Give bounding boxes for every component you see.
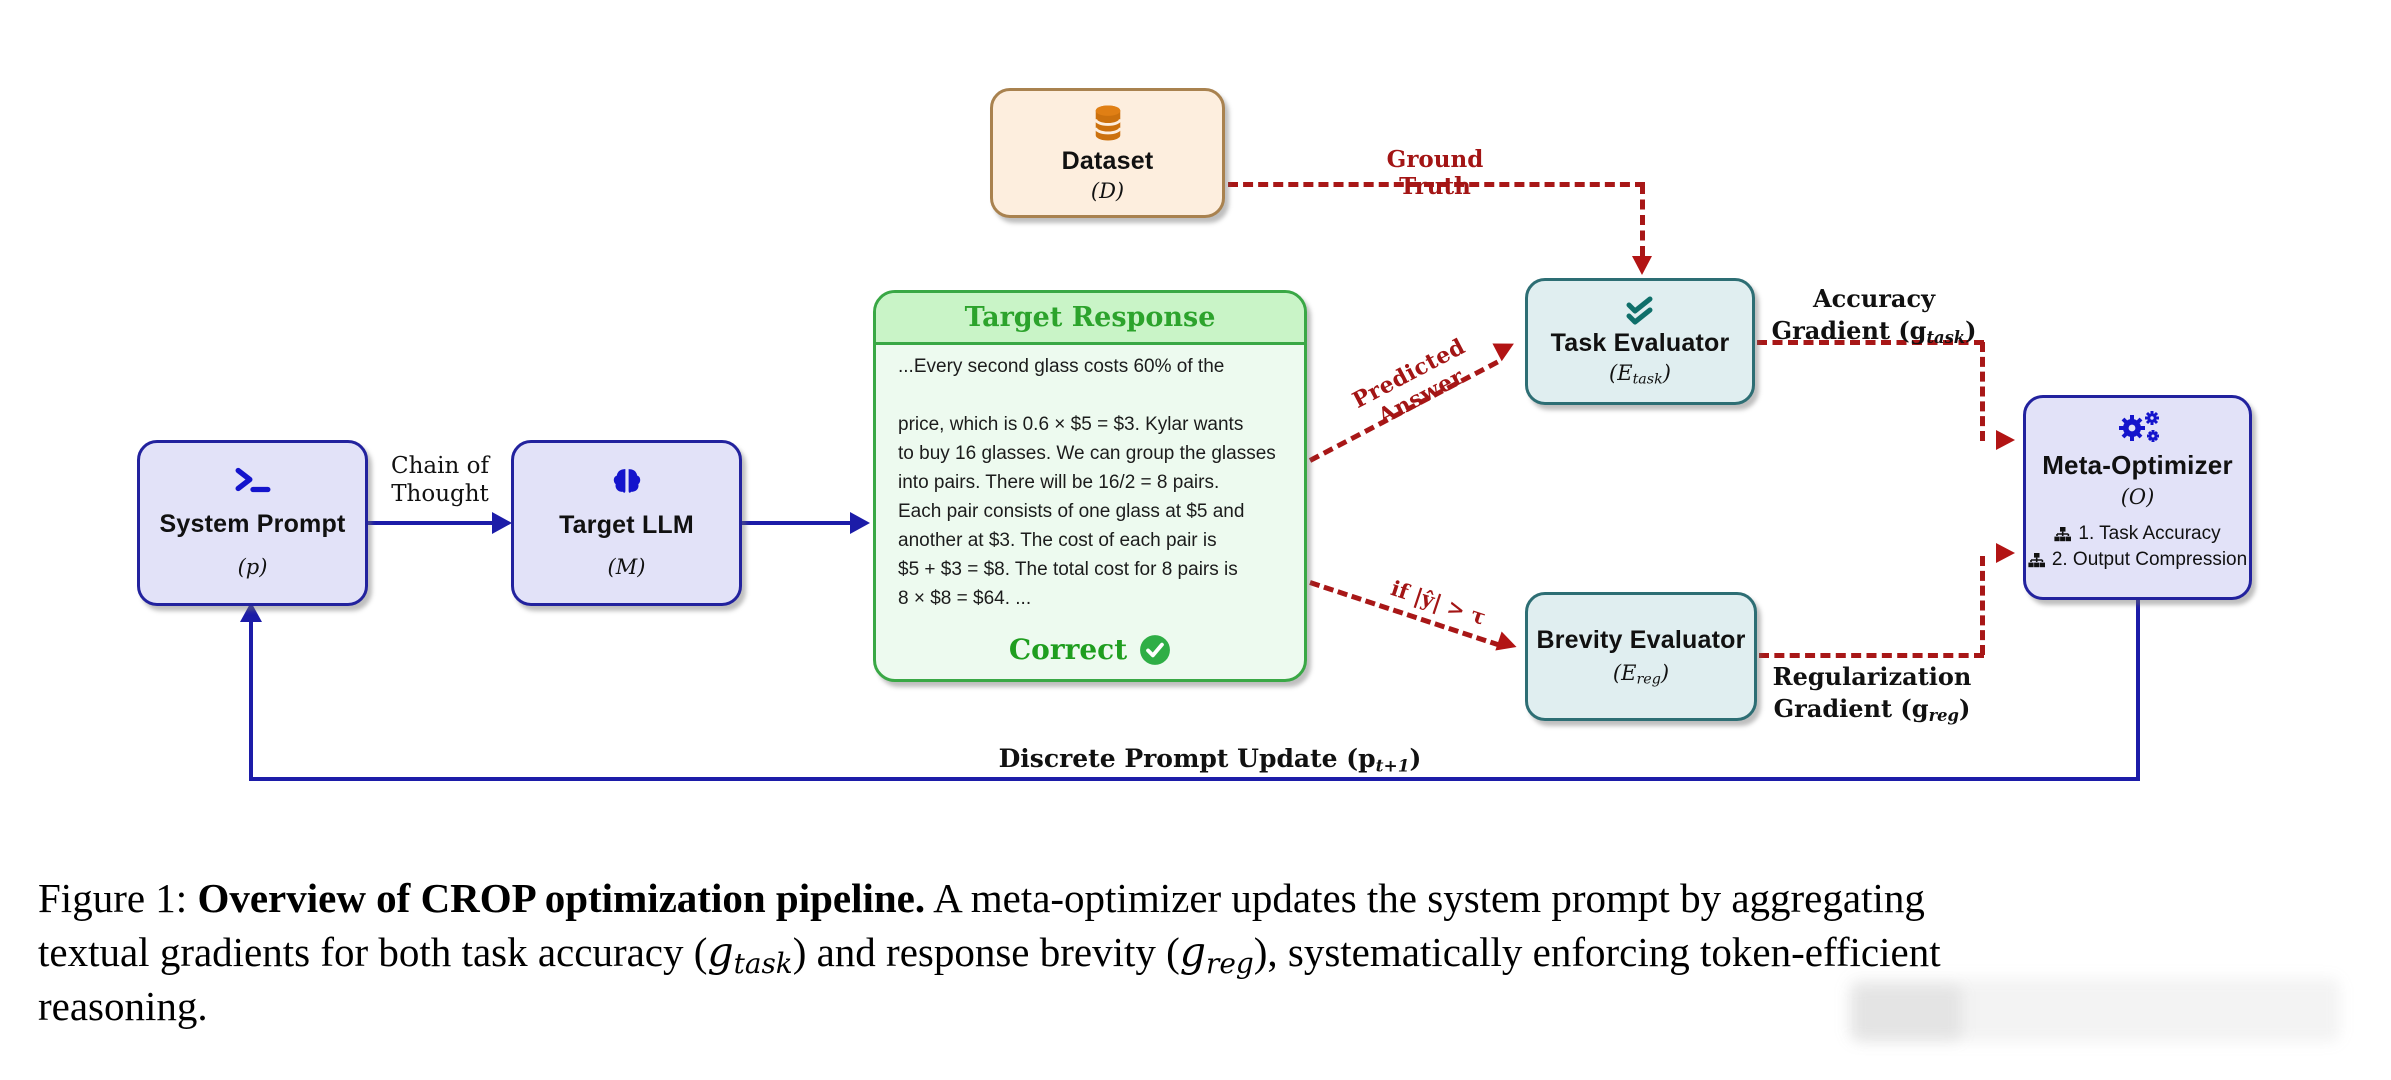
response-text-line: Each pair consists of one glass at $5 an… <box>898 501 1245 522</box>
watermark-smudge <box>1852 985 1962 1041</box>
node-title: Target LLM <box>559 510 694 539</box>
node-title: System Prompt <box>159 509 346 538</box>
node-symbol: (D) <box>1090 179 1125 204</box>
node-title: Dataset <box>1061 146 1154 175</box>
node-symbol: (Etask) <box>1609 360 1671 388</box>
node-symbol: (Ereg) <box>1612 660 1670 688</box>
line-accuracy-gradient-h <box>1757 340 1984 345</box>
task-evaluator-node: Task Evaluator (Etask) <box>1525 278 1755 405</box>
hierarchy-icon <box>2054 526 2072 541</box>
gears-icon <box>2118 411 2159 442</box>
chain-of-thought-label: Chain of Thought <box>391 453 489 507</box>
response-text-line: ...Every second glass costs 60% of the <box>898 356 1225 377</box>
figure-caption-line-3: reasoning. <box>38 983 208 1029</box>
arrowhead-ground-truth <box>1632 256 1652 275</box>
hierarchy-icon <box>2028 552 2045 567</box>
line-accuracy-gradient-v <box>1980 342 1985 441</box>
node-title: Task Evaluator <box>1550 328 1730 357</box>
line-llm-to-response <box>742 521 856 525</box>
arrowhead-feedback-to-system-prompt <box>240 602 262 622</box>
accuracy-gradient-label: Accuracy Gradient (gtask) <box>1771 284 1977 348</box>
line-feedback-bottom <box>249 777 2140 781</box>
arrowhead-llm-to-response <box>850 512 870 534</box>
arrowhead-accuracy-gradient <box>1996 430 2015 450</box>
response-text-line: into pairs. There will be 16/2 = 8 pairs… <box>898 472 1220 493</box>
response-text-line: $5 + $3 = $8. The total cost for 8 pairs… <box>898 559 1238 580</box>
target-response-node: Target Response ...Every second glass co… <box>873 290 1307 682</box>
node-symbol: (O) <box>2120 485 2155 509</box>
terminal-icon <box>235 468 270 493</box>
ground-truth-label: Ground Truth <box>1386 146 1484 200</box>
line-ground-truth-h <box>1228 182 1645 187</box>
dataset-node: Dataset (D) <box>990 88 1225 218</box>
meta-objective-item: 1. Task Accuracy <box>2054 523 2221 545</box>
brevity-evaluator-node: Brevity Evaluator (Ereg) <box>1525 592 1757 721</box>
verdict-label: Correct <box>1008 633 1128 666</box>
regularization-gradient-label: Regularization Gradient (greg) <box>1772 662 1972 726</box>
node-title: Meta-Optimizer <box>2042 450 2233 480</box>
watermark-smudge <box>1848 978 2340 1042</box>
arrowhead-regularization-gradient <box>1996 543 2015 563</box>
target-response-title: Target Response <box>964 302 1216 333</box>
meta-objective-label: 2. Output Compression <box>2051 549 2248 570</box>
figure-caption-line-2: textual gradients for both task accuracy… <box>38 928 1941 980</box>
response-verdict: Correct <box>876 633 1304 666</box>
response-text-line: price, which is 0.6 × $5 = $3. Kylar wan… <box>898 414 1244 435</box>
line-feedback-up <box>249 618 253 777</box>
check-circle-icon <box>1140 634 1171 665</box>
line-ground-truth-v <box>1640 184 1645 256</box>
node-symbol: (M) <box>607 555 646 580</box>
target-llm-node: Target LLM (M) <box>511 440 742 606</box>
system-prompt-node: System Prompt (p) <box>137 440 368 606</box>
predicted-answer-label: Predicted Answer <box>1348 333 1470 430</box>
node-title: Brevity Evaluator <box>1536 625 1746 654</box>
prompt-update-label: Discrete Prompt Update (pt+1) <box>998 744 1422 777</box>
line-meta-down <box>2136 600 2140 779</box>
meta-optimizer-node: Meta-Optimizer (O) 1. Task Accuracy 2. O… <box>2023 395 2252 600</box>
response-text-line <box>898 381 1294 410</box>
line-regularization-gradient-v <box>1980 556 1985 655</box>
line-system-to-llm <box>368 521 498 525</box>
node-symbol: (p) <box>237 554 268 579</box>
response-text-line: another at $3. The cost of each pair is <box>898 530 1217 551</box>
arrowhead-system-to-llm <box>492 512 512 534</box>
brain-icon <box>613 468 640 493</box>
database-icon <box>1093 105 1122 141</box>
double-check-icon <box>1626 296 1653 325</box>
meta-objective-item: 2. Output Compression <box>2028 549 2247 571</box>
target-response-body: ...Every second glass costs 60% of the p… <box>876 345 1304 613</box>
response-text-line: 8 × $8 = $64. ... <box>898 588 1032 609</box>
line-regularization-gradient-h <box>1759 653 1984 658</box>
meta-objective-label: 1. Task Accuracy <box>2078 523 2221 544</box>
target-response-header: Target Response <box>876 293 1304 345</box>
response-text-line: to buy 16 glasses. We can group the glas… <box>898 443 1276 464</box>
figure-caption-line-1: Figure 1: Overview of CROP optimization … <box>38 875 1925 921</box>
